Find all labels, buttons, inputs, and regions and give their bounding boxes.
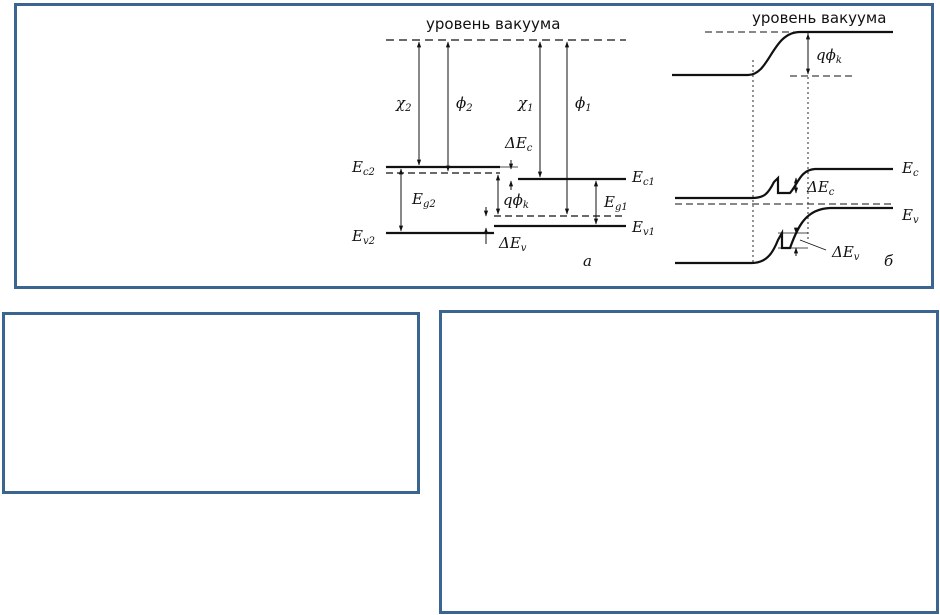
panel-letter-b: б (884, 252, 894, 270)
chi2-label: χ2 (395, 94, 411, 114)
chi1-label: χ1 (517, 94, 533, 114)
diagram-a (386, 39, 626, 244)
panel-letter-a: a (583, 252, 592, 270)
ev-label-b: Ev (901, 206, 919, 226)
ev2-label: Ev2 (351, 227, 375, 247)
delta-ev-leader (799, 239, 827, 251)
empty-panel-left (2, 312, 420, 494)
phi2-label: ϕ2 (456, 94, 473, 114)
phi1-label: ϕ1 (575, 94, 592, 114)
diagram-b (672, 30, 893, 265)
delta-ev-label-a: ΔEv (498, 234, 527, 254)
ec2-label: Ec2 (351, 158, 375, 178)
diagram-panel (14, 3, 934, 289)
delta-ec-label-a: ΔEc (504, 134, 533, 154)
delta-ev-label-b: ΔEv (831, 243, 860, 263)
eg2-label: Eg2 (411, 190, 436, 210)
delta-ec-label-b: ΔEc (806, 178, 835, 198)
ec-label-b: Ec (901, 159, 919, 179)
ev1-label: Ev1 (631, 218, 655, 238)
qphik-label-a: qϕk (503, 191, 529, 211)
ec1-label: Ec1 (631, 168, 655, 188)
eg1-label: Eg1 (603, 193, 628, 213)
ev-curve (675, 206, 893, 265)
qphik-label-b: qϕk (816, 46, 842, 66)
ec-curve (675, 167, 893, 200)
empty-panel-right (439, 310, 939, 614)
vacuum-label-a: уровень вакуума (426, 15, 560, 33)
vacuum-level-b (672, 30, 893, 77)
vacuum-label-b: уровень вакуума (752, 9, 886, 27)
